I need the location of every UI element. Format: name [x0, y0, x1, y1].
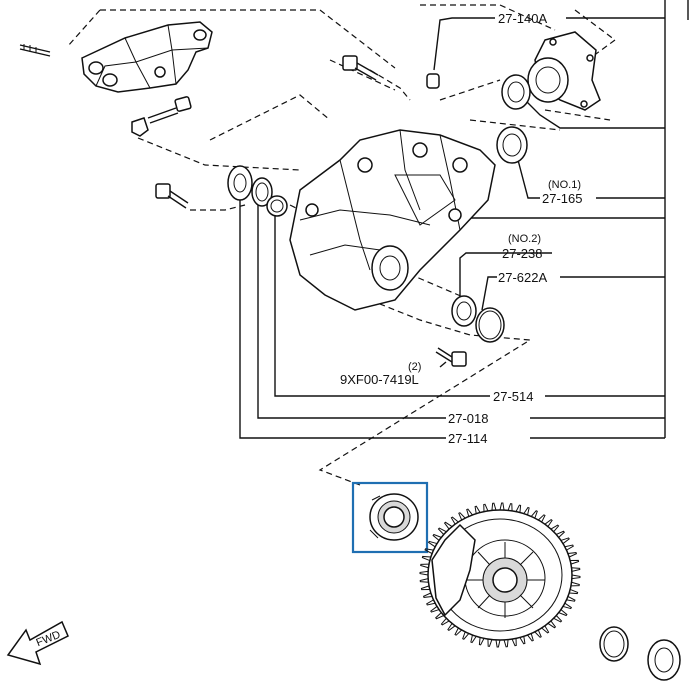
snap-ring-left — [251, 177, 273, 207]
gear-tooth — [491, 502, 497, 511]
oil-seal-no2 — [451, 295, 477, 327]
gear-tooth — [440, 617, 450, 626]
gear-tooth — [560, 537, 570, 544]
gear-tooth — [562, 602, 573, 610]
o-ring-622a — [475, 307, 505, 343]
gear-tooth — [566, 596, 576, 602]
gear-tooth — [537, 514, 546, 523]
fwd-arrow-icon: FWD — [6, 620, 69, 666]
gear-tooth — [530, 510, 538, 519]
gear-tooth — [421, 555, 431, 562]
gear-tooth — [534, 629, 542, 638]
gear-tooth — [519, 636, 526, 645]
clip-small — [131, 117, 149, 137]
gear-tooth — [499, 502, 505, 511]
gear-tooth — [569, 588, 579, 595]
gear-tooth — [567, 552, 578, 558]
oil-seal-no1 — [496, 126, 528, 164]
gear-tooth — [447, 623, 456, 632]
label-9xf00-7419l: 9XF00-7419L — [340, 372, 419, 387]
gear-tooth — [419, 578, 429, 583]
gear-tooth — [570, 559, 580, 565]
bolt-top — [342, 55, 379, 81]
gear-tooth — [558, 609, 568, 617]
gear-tooth — [483, 503, 489, 512]
gear-tooth — [426, 599, 436, 606]
note-27-165: (NO.1) — [548, 179, 581, 191]
label-27-140a: 27-140A — [498, 11, 547, 26]
gear-tooth — [422, 592, 433, 598]
gear-tooth — [523, 506, 530, 516]
gear-tooth — [541, 625, 550, 634]
gear-tooth — [547, 620, 557, 629]
gear-tooth — [432, 533, 442, 541]
gear-tooth — [495, 639, 501, 648]
gear-tooth — [487, 639, 493, 647]
gear-tooth — [450, 516, 459, 525]
gear-tooth — [503, 639, 509, 648]
thrust-washer — [599, 626, 629, 662]
gear-tooth — [556, 530, 565, 538]
gear-tooth — [424, 548, 434, 554]
callout-labels: 27-140A (NO.1) 27-165 (NO.2) 27-238 27-6… — [340, 11, 582, 446]
gear-tooth — [527, 633, 534, 642]
gear-tooth — [420, 585, 430, 591]
gear-tooth — [511, 638, 517, 647]
note-9xf00: (2) — [408, 361, 421, 373]
gear-tooth — [427, 540, 438, 548]
gear-tooth — [564, 544, 574, 551]
gear-tooth — [454, 627, 463, 636]
oil-seal-left — [227, 165, 253, 201]
label-27-514: 27-514 — [493, 389, 533, 404]
oil-seal-bottom-right — [647, 639, 681, 681]
label-27-018: 27-018 — [448, 411, 488, 426]
gear-tooth — [553, 615, 563, 623]
gear-tooth — [462, 631, 470, 640]
assembly-dashed-lines — [67, 4, 617, 486]
gear-tooth — [571, 567, 581, 572]
gear-tooth — [544, 518, 553, 527]
gear-tooth — [570, 581, 580, 587]
label-27-622a: 27-622A — [498, 270, 547, 285]
bolt-left — [155, 183, 189, 209]
output-flange — [527, 31, 601, 111]
gear-tooth — [419, 570, 429, 576]
note-27-238: (NO.2) — [508, 233, 541, 245]
nut-small — [426, 73, 440, 89]
gear-tooth — [478, 637, 485, 646]
gear-tooth — [420, 563, 430, 569]
bolt-9xf00 — [435, 347, 467, 367]
gear-tooth — [435, 612, 444, 620]
label-27-114: 27-114 — [448, 431, 488, 446]
gear-tooth — [550, 524, 560, 533]
gear-tooth — [571, 574, 581, 580]
transfer-housing — [289, 129, 496, 311]
gear-tooth — [437, 527, 447, 535]
engine-mount-bracket — [81, 21, 213, 93]
label-27-238: 27-238 — [502, 246, 542, 261]
gear-tooth — [458, 512, 466, 521]
differential-ring-gear — [427, 509, 573, 641]
gear-tooth — [443, 521, 453, 530]
gear-tooth — [515, 504, 522, 513]
leader-lines — [239, 0, 689, 439]
gear-tooth — [474, 505, 481, 514]
flange-seal — [501, 74, 531, 110]
side-bearing-highlighted[interactable] — [351, 481, 429, 554]
o-ring-left — [266, 195, 288, 217]
gear-tooth — [507, 503, 513, 511]
bolt-bracket — [147, 96, 192, 124]
gear-tooth — [430, 606, 440, 613]
highlight-box — [351, 481, 429, 554]
gear-tooth — [466, 508, 473, 517]
label-27-165: 27-165 — [542, 191, 582, 206]
gear-tooth — [470, 634, 477, 644]
stud-bolt-left — [19, 44, 51, 57]
gear-teeth — [419, 502, 581, 648]
